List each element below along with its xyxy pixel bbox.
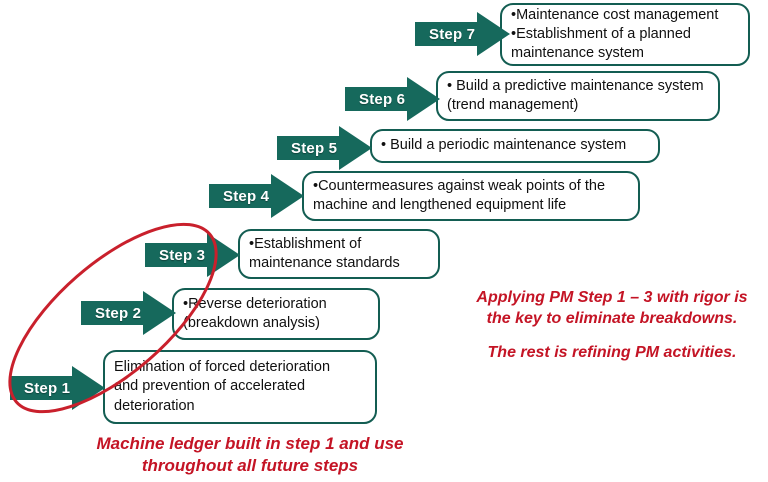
step-2-arrow[interactable]: Step 2: [81, 291, 176, 335]
step-6-box[interactable]: • Build a predictive maintenance system …: [436, 71, 720, 121]
arrow-shape-icon: [209, 174, 304, 218]
arrow-shape-icon: [415, 12, 510, 56]
step-4-text: •Countermeasures against weak points of …: [313, 177, 606, 213]
step-4-box[interactable]: •Countermeasures against weak points of …: [302, 171, 640, 221]
right-note-line-3: The rest is refining PM activities.: [487, 343, 737, 361]
step-5-box[interactable]: • Build a periodic maintenance system: [370, 129, 660, 163]
bottom-note-line-2: throughout all future steps: [141, 456, 359, 476]
step-3-arrow[interactable]: Step 3: [145, 233, 240, 277]
note-spacer: [462, 330, 762, 343]
step-7-arrow[interactable]: Step 7: [415, 12, 510, 56]
bottom-note-line-1: Machine ledger built in step 1 and use: [96, 434, 404, 453]
arrow-shape-icon: [81, 291, 176, 335]
step-1-box[interactable]: Elimination of forced deterioration and …: [103, 350, 377, 424]
step-3-box[interactable]: •Establishment of maintenance standards: [238, 229, 440, 279]
step-5-text: • Build a periodic maintenance system: [381, 137, 627, 154]
step-1-text: Elimination of forced deterioration and …: [114, 359, 331, 414]
step-1-arrow[interactable]: Step 1: [10, 366, 105, 410]
step-2-box[interactable]: •Reverse deterioration (breakdown analys…: [172, 288, 380, 340]
arrow-shape-icon: [345, 77, 440, 121]
right-note-line-1: Applying PM Step 1 – 3 with rigor is: [476, 289, 748, 306]
arrow-shape-icon: [145, 233, 240, 277]
step-2-text: •Reverse deterioration (breakdown analys…: [183, 295, 327, 331]
step-5-arrow[interactable]: Step 5: [277, 126, 372, 170]
right-note: Applying PM Step 1 – 3 with rigor is the…: [462, 288, 762, 363]
step-7-text: •Maintenance cost management •Establishm…: [511, 6, 719, 62]
step-6-arrow[interactable]: Step 6: [345, 77, 440, 121]
arrow-shape-icon: [277, 126, 372, 170]
arrow-shape-icon: [10, 366, 105, 410]
bottom-note: Machine ledger built in step 1 and use t…: [55, 433, 445, 477]
step-4-arrow[interactable]: Step 4: [209, 174, 304, 218]
step-3-text: •Establishment of maintenance standards: [249, 235, 400, 271]
step-6-text: • Build a predictive maintenance system …: [447, 77, 704, 113]
step-7-box[interactable]: •Maintenance cost management •Establishm…: [500, 3, 750, 66]
right-note-line-2: the key to eliminate breakdowns.: [486, 309, 738, 327]
